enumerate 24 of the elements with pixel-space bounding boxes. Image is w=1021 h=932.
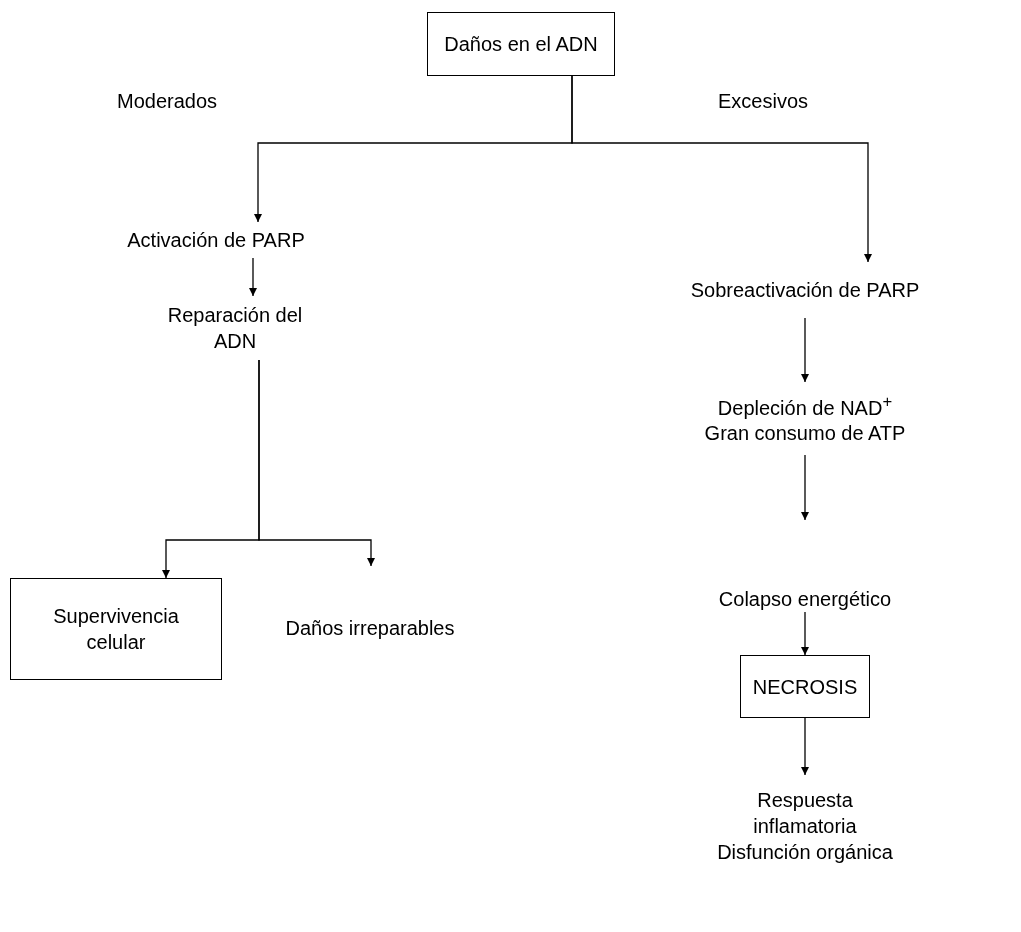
branch-label: Excesivos [718, 89, 809, 114]
step-text: Gran consumo de ATP [704, 421, 906, 447]
process-box [740, 655, 870, 718]
step-text: Depleción de NAD$^{+}$ [717, 390, 893, 421]
arrow [801, 611, 809, 656]
step-text: Daños en el ADN [444, 32, 598, 57]
step-text: Daños irreparables [285, 616, 455, 641]
step-text: Activación de PARP [127, 228, 305, 253]
step-text: Disfunción orgánica [717, 840, 893, 865]
branch-label: Moderados [117, 89, 218, 114]
step-text: NECROSIS [752, 674, 858, 700]
arrow [801, 317, 809, 383]
step-text: Sobreactivación de PARP [690, 278, 920, 303]
arrow [571, 75, 872, 263]
arrow [249, 257, 257, 297]
step-text: Respuesta inflamatoria [752, 788, 858, 839]
step-text: Colapso energético [718, 587, 892, 612]
step-text: Supervivencia celular [52, 604, 180, 655]
arrow [801, 454, 809, 521]
arrow [801, 717, 809, 776]
process-box [10, 578, 222, 680]
step-text: Reparación del ADN [166, 303, 304, 354]
arrow [258, 359, 375, 567]
process-box [427, 12, 615, 76]
